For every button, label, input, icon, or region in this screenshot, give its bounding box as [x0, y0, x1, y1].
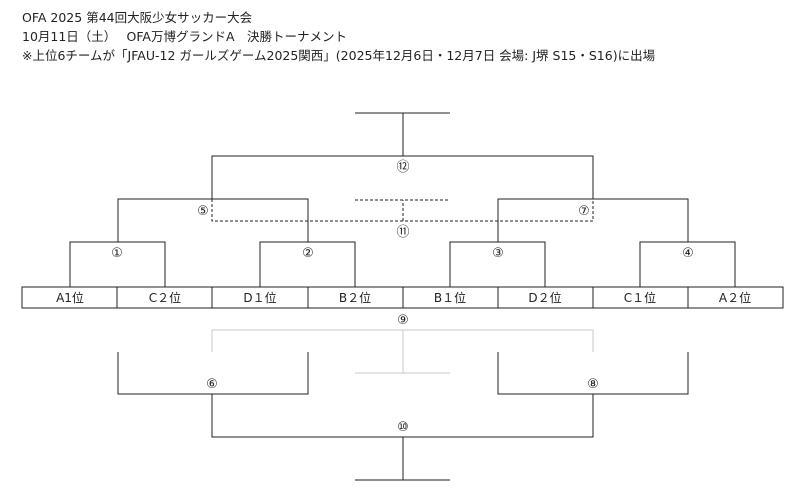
tournament-title: OFA 2025 第44回大阪少女サッカー大会 — [22, 10, 253, 25]
match-label-10: ⑩ — [397, 420, 409, 435]
match-label-8: ⑧ — [587, 377, 599, 392]
match-6-bracket — [117, 352, 309, 395]
match-date-venue: 10月11日（土） OFA万博グランドA 決勝トーナメント — [22, 29, 348, 44]
team-slot-4: B２位 — [339, 290, 371, 305]
match-10-lines — [211, 394, 594, 481]
team-slot-3: D１位 — [243, 290, 276, 305]
team-slot-1: A1位 — [56, 290, 84, 305]
match-label-4: ④ — [682, 246, 694, 261]
match-9-lines — [211, 329, 594, 374]
match-label-7: ⑦ — [578, 204, 590, 219]
match-label-12: ⑫ — [396, 160, 409, 175]
match-label-5: ⑤ — [197, 204, 209, 219]
match-label-6: ⑥ — [206, 377, 218, 392]
team-slot-5: B１位 — [434, 290, 466, 305]
match-label-3: ③ — [492, 246, 504, 261]
match-labels: ① ② ③ ④ ⑤ ⑦ ⑫ ⑪ ⑨ ⑥ ⑧ ⑩ — [111, 160, 694, 435]
team-slot-2: C２位 — [149, 290, 181, 305]
page-header: OFA 2025 第44回大阪少女サッカー大会 10月11日（土） OFA万博グ… — [22, 8, 655, 65]
team-slot-6: D２位 — [528, 290, 561, 305]
team-row: A1位 C２位 D１位 B２位 B１位 D２位 C１位 A２位 — [21, 286, 784, 309]
match-label-9: ⑨ — [397, 313, 409, 328]
round-1-lines — [69, 241, 736, 287]
match-label-1: ① — [111, 246, 123, 261]
third-place-lines — [211, 199, 594, 222]
match-label-2: ② — [302, 246, 314, 261]
team-slot-8: A２位 — [719, 290, 751, 305]
qualification-note: ※上位6チームが「JFAU-12 ガールズゲーム2025関西」(2025年12月… — [22, 48, 656, 63]
match-label-11: ⑪ — [396, 225, 409, 240]
final-lines — [211, 112, 594, 199]
team-slot-7: C１位 — [624, 290, 656, 305]
